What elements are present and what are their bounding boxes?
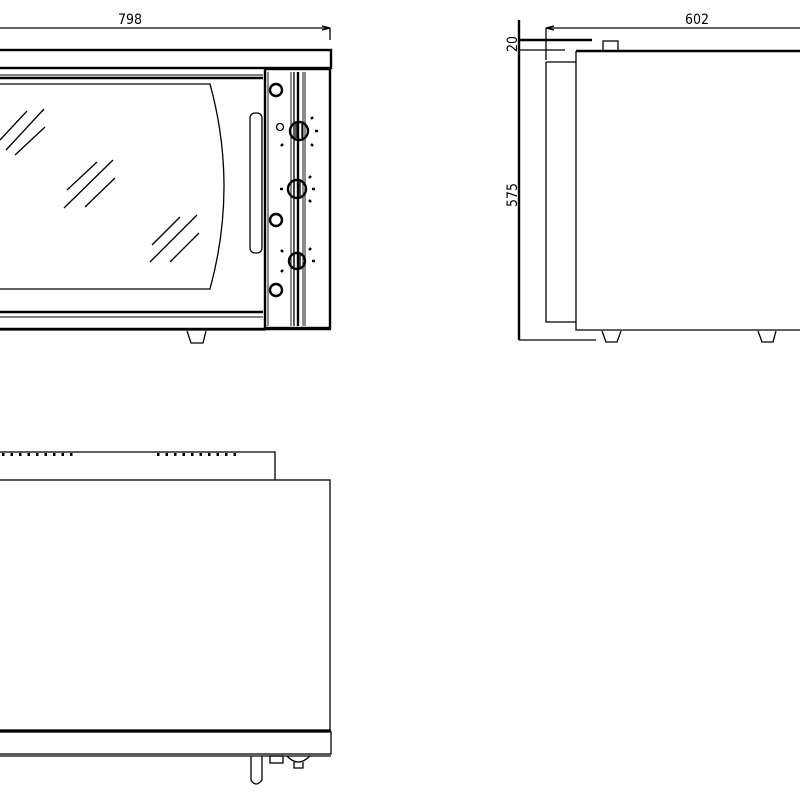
top-view [0, 451, 332, 785]
oven-body-side [575, 51, 800, 331]
top-rail [0, 48, 333, 70]
vent-slot [27, 453, 30, 456]
humidity-knob [287, 251, 307, 271]
indicator-lamp [268, 212, 284, 228]
door-handle [250, 756, 263, 785]
width-dimension-label: 798 [118, 12, 142, 28]
oven-body-top [0, 479, 331, 731]
vent-slot [53, 453, 56, 456]
vent-slot [44, 453, 47, 456]
vent-slot [19, 453, 22, 456]
vent-slot [233, 453, 236, 456]
vent-slot [157, 453, 160, 456]
door-side [545, 61, 576, 323]
vent-slot [10, 453, 13, 456]
vent-slot [61, 453, 64, 456]
front-view: 798 [0, 12, 333, 344]
thermostat-knob [288, 120, 310, 142]
foot [757, 330, 777, 343]
timer-knob [286, 178, 308, 200]
dimension-arrow [545, 25, 555, 60]
vent-slot [2, 453, 5, 456]
dimension-arrow [321, 25, 331, 40]
fitting [286, 755, 311, 769]
depth-dimension-label: 602 [685, 12, 709, 28]
front-rail [0, 731, 332, 755]
height-dimension-label: 575 [505, 183, 521, 207]
foot [186, 330, 207, 344]
switch [275, 122, 285, 132]
glass-reflection [0, 108, 200, 263]
top-offset-dimension-label: 20 [505, 36, 521, 52]
indicator-lamp [268, 282, 284, 298]
control-panel [263, 67, 332, 330]
foot [601, 330, 622, 343]
vent-slot [191, 453, 194, 456]
side-view: 602 20 575 [505, 12, 800, 343]
scale-ticks [280, 116, 318, 273]
vent-chimney [602, 40, 619, 52]
vent-slot [182, 453, 185, 456]
vent-slot [208, 453, 211, 456]
door-glass [0, 83, 225, 290]
vent-slot [70, 453, 73, 456]
vent-slot [174, 453, 177, 456]
vent-slots [2, 453, 236, 456]
rear-vent-plate [0, 451, 276, 480]
indicator-lamp [268, 82, 284, 98]
oven-door [0, 67, 331, 331]
vent-slot [216, 453, 219, 456]
vent-slot [165, 453, 168, 456]
connector [269, 755, 284, 764]
vent-slot [225, 453, 228, 456]
door-handle [249, 112, 263, 254]
vent-slot [199, 453, 202, 456]
vent-slot [36, 453, 39, 456]
